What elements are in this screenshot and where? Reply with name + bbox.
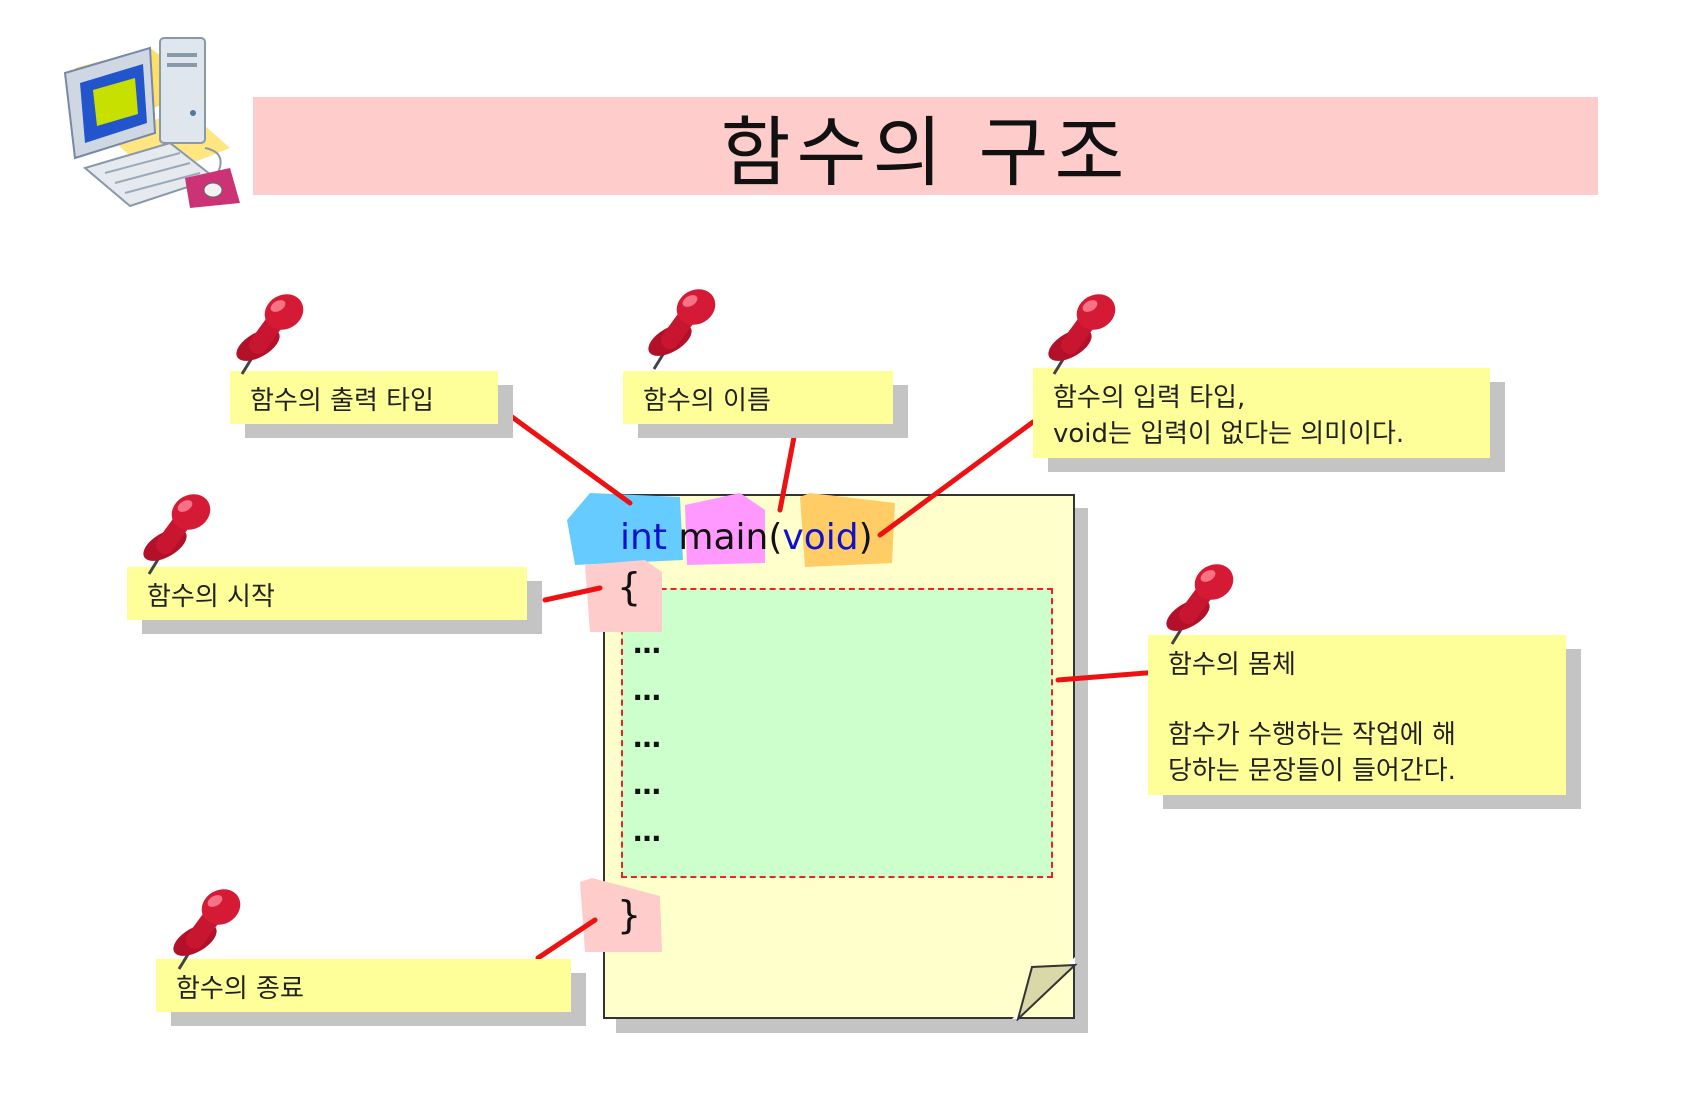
signature-tags xyxy=(567,493,895,567)
pushpin-icon xyxy=(648,289,716,370)
connector-input-type xyxy=(877,419,1036,538)
close-paren-text: ) xyxy=(858,517,873,558)
note-end: 함수의 종료 xyxy=(156,959,571,1012)
title-bar: 함수의 구조 xyxy=(253,97,1598,197)
note-body-desc-line1: 함수가 수행하는 작업에 해 xyxy=(1168,720,1456,750)
param-type-keyword: void xyxy=(782,517,859,558)
pushpin-icon xyxy=(143,494,211,575)
computer-icon xyxy=(63,37,240,208)
body-line: … xyxy=(633,627,661,660)
note-start-text: 함수의 시작 xyxy=(147,582,275,612)
pushpin-icon xyxy=(1048,294,1116,375)
connector-end xyxy=(535,917,598,961)
note-function-name: 함수의 이름 xyxy=(623,371,893,424)
pushpin-icon xyxy=(1166,564,1234,645)
connector-output-type xyxy=(505,411,633,506)
page-curl xyxy=(1012,957,1078,1021)
brace-tags xyxy=(580,560,662,952)
body-lines: … … … … … xyxy=(633,620,661,855)
connector-start xyxy=(542,585,603,603)
function-name-text: main( xyxy=(678,517,783,558)
pushpin-icon xyxy=(173,889,241,970)
body-line: … xyxy=(633,721,661,754)
return-type-keyword: int xyxy=(620,517,667,558)
page-title: 함수의 구조 xyxy=(720,108,1131,197)
body-line: … xyxy=(633,768,661,801)
function-body-box xyxy=(621,588,1053,878)
note-body-title: 함수의 몸체 xyxy=(1168,650,1296,680)
pushpin-icon xyxy=(236,294,304,375)
note-input-type-line2: void는 입력이 없다는 의미이다. xyxy=(1053,419,1405,449)
close-brace: } xyxy=(617,893,642,937)
note-body-desc-line2: 당하는 문장들이 들어간다. xyxy=(1168,756,1456,786)
connector-body xyxy=(1055,669,1161,683)
note-output-type: 함수의 출력 타입 xyxy=(230,371,498,424)
function-signature: int main(void) xyxy=(620,517,873,558)
open-brace: { xyxy=(617,565,642,609)
note-end-text: 함수의 종료 xyxy=(176,974,304,1004)
body-line: … xyxy=(633,674,661,707)
note-input-type: 함수의 입력 타입, void는 입력이 없다는 의미이다. xyxy=(1033,368,1490,458)
body-line: … xyxy=(633,815,661,848)
connector-function-name xyxy=(777,429,798,513)
note-input-type-line1: 함수의 입력 타입, xyxy=(1053,383,1246,413)
note-output-type-text: 함수의 출력 타입 xyxy=(250,386,434,416)
note-start: 함수의 시작 xyxy=(127,567,527,620)
note-body: 함수의 몸체 함수가 수행하는 작업에 해 당하는 문장들이 들어간다. xyxy=(1148,635,1566,795)
note-function-name-text: 함수의 이름 xyxy=(643,386,771,416)
